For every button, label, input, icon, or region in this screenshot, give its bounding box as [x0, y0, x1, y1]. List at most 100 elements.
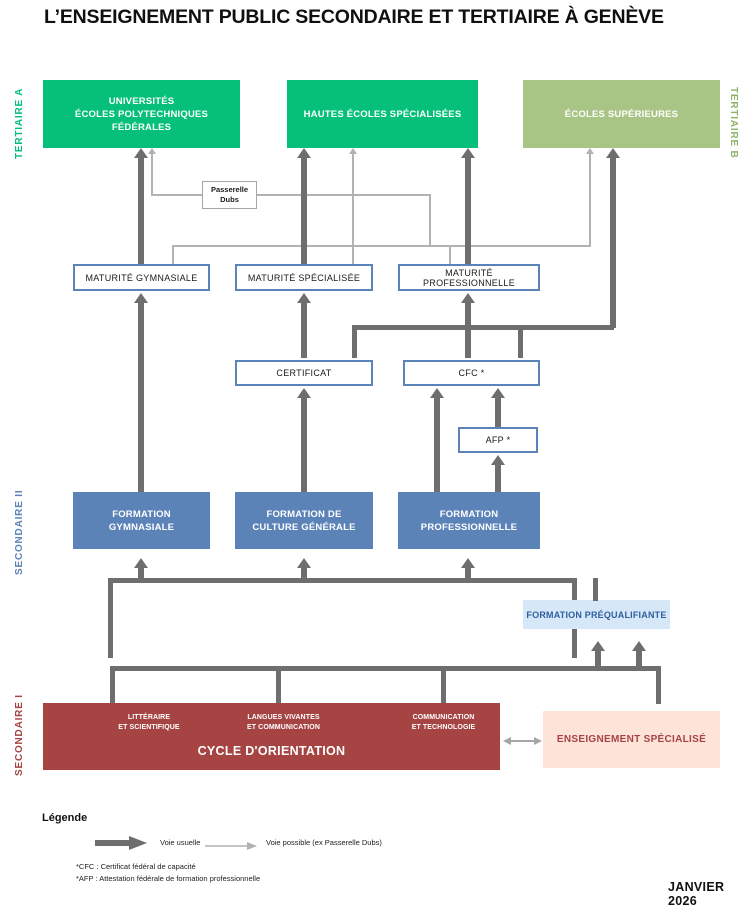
- possible-arrow-hes: [349, 148, 357, 154]
- co-langues-line1: LANGUES VIVANTES: [247, 714, 320, 721]
- co-section-communication: COMMUNICATION ET TECHNOLOGIE: [371, 713, 516, 732]
- arrow-co-to-formation-cg: [297, 558, 311, 568]
- line-co-to-prequalifiante: [595, 649, 601, 670]
- box-maturite-professionnelle[interactable]: MATURITÉ PROFESSIONNELLE: [398, 264, 540, 291]
- prequalifiante-label: FORMATION PRÉQUALIFIANTE: [526, 609, 667, 620]
- line-formation-cg-to-certificat: [301, 396, 307, 493]
- possible-arrow-ecoles-superieures: [586, 148, 594, 154]
- line-cfc-to-ecoles-superieures: [610, 156, 616, 328]
- maturite-gymnasiale-label: MATURITÉ GYMNASIALE: [85, 272, 198, 283]
- line-bus-left-drop: [352, 325, 357, 358]
- line-co-to-formation-prof: [465, 566, 471, 581]
- legend-label-usuelle: Voie usuelle: [160, 838, 201, 847]
- possible-line-lower-run: [172, 245, 591, 247]
- arrow-co-to-formation-gymnasiale: [134, 558, 148, 568]
- box-universites-epf[interactable]: UNIVERSITÉS ÉCOLES POLYTECHNIQUES FÉDÉRA…: [43, 80, 240, 148]
- page-title: L’ENSEIGNEMENT PUBLIC SECONDAIRE ET TERT…: [44, 6, 664, 28]
- arrow-cfc-to-maturite-professionnelle: [461, 293, 475, 303]
- box-maturite-gymnasiale[interactable]: MATURITÉ GYMNASIALE: [73, 264, 210, 291]
- line-bus-mid-drop: [518, 325, 523, 358]
- arrow-co-to-prequalifiante: [591, 641, 605, 651]
- box-maturite-specialisee[interactable]: MATURITÉ SPÉCIALISÉE: [235, 264, 373, 291]
- legend-label-possible: Voie possible (ex Passerelle Dubs): [266, 838, 382, 847]
- possible-line-to-passerelle-left: [151, 194, 203, 196]
- side-label-secondaire-ii: SECONDAIRE II: [14, 489, 25, 576]
- formation-prof-line1: FORMATION: [439, 508, 499, 520]
- arrow-afp-to-cfc: [491, 388, 505, 398]
- arrow-certificat-to-maturite-specialisee: [297, 293, 311, 303]
- legend-arrow-possible-icon: [205, 838, 257, 850]
- formation-cg-line1: FORMATION DE: [266, 508, 342, 520]
- arrow-maturite-gymnasiale-to-universites: [134, 148, 148, 158]
- possible-line-es-riser: [589, 154, 591, 246]
- line-co-leg-specialise: [656, 666, 661, 704]
- line-formation-prof-to-cfc: [434, 396, 440, 493]
- line-maturite-gymnasiale-to-universites: [138, 156, 144, 264]
- box-cycle-orientation[interactable]: LITTÉRAIRE ET SCIENTIFIQUE LANGUES VIVAN…: [43, 703, 500, 770]
- arrow-maturite-specialisee-to-hes: [297, 148, 311, 158]
- co-section-litteraire: LITTÉRAIRE ET SCIENTIFIQUE: [79, 713, 219, 732]
- co-litteraire-line1: LITTÉRAIRE: [127, 714, 171, 721]
- line-maturite-professionnelle-to-hes: [465, 156, 471, 264]
- box-formation-prequalifiante[interactable]: FORMATION PRÉQUALIFIANTE: [523, 600, 670, 629]
- possible-line-maturite-prof-riser: [449, 245, 451, 265]
- enseignement-specialise-label: ENSEIGNEMENT SPÉCIALISÉ: [556, 734, 707, 745]
- line-co-leg-communication: [441, 666, 446, 704]
- line-prequalifiante-to-bus: [593, 578, 598, 601]
- possible-line-passerelle-right-drop: [429, 194, 431, 246]
- line-afp-to-cfc: [495, 396, 501, 427]
- box-ecoles-superieures[interactable]: ÉCOLES SUPÉRIEURES: [523, 80, 720, 148]
- arrow-formation-prof-to-cfc: [430, 388, 444, 398]
- passerelle-line2: Dubs: [220, 195, 239, 204]
- box-formation-gymnasiale[interactable]: FORMATION GYMNASIALE: [73, 492, 210, 549]
- box-passerelle-dubs[interactable]: Passerelle Dubs: [202, 181, 257, 209]
- possible-line-universites-riser: [151, 154, 153, 195]
- arrow-specialise-to-prequalifiante: [632, 641, 646, 651]
- possible-line-passerelle-right: [257, 194, 431, 196]
- box-certificat[interactable]: CERTIFICAT: [235, 360, 373, 386]
- box-es-label: ÉCOLES SUPÉRIEURES: [564, 108, 679, 120]
- box-formation-professionnelle[interactable]: FORMATION PROFESSIONNELLE: [398, 492, 540, 549]
- box-formation-culture-generale[interactable]: FORMATION DE CULTURE GÉNÉRALE: [235, 492, 373, 549]
- legend-arrow-usuelle-icon: [95, 836, 147, 850]
- line-co-to-formation-gymnasiale: [138, 566, 144, 581]
- legend-note-afp: *AFP : Attestation fédérale de formation…: [76, 874, 261, 883]
- line-formation-prof-to-afp: [495, 463, 501, 493]
- afp-label: AFP *: [485, 435, 511, 445]
- formation-cg-line2: CULTURE GÉNÉRALE: [252, 521, 356, 533]
- line-specialise-to-prequalifiante: [636, 649, 642, 670]
- possible-line-hes-riser: [352, 154, 354, 266]
- co-langues-line2: ET COMMUNICATION: [246, 723, 321, 731]
- arrow-formation-cg-to-certificat: [297, 388, 311, 398]
- arrow-cfc-to-ecoles-superieures: [606, 148, 620, 158]
- box-universites-line3: FÉDÉRALES: [111, 121, 172, 133]
- box-hautes-ecoles-specialisees[interactable]: HAUTES ÉCOLES SPÉCIALISÉES: [287, 80, 478, 148]
- box-hes-label: HAUTES ÉCOLES SPÉCIALISÉES: [303, 108, 462, 120]
- passerelle-line1: Passerelle: [210, 185, 249, 194]
- line-maturite-specialisee-to-hes: [301, 156, 307, 264]
- maturite-specialisee-label: MATURITÉ SPÉCIALISÉE: [247, 272, 361, 283]
- co-title: CYCLE D'ORIENTATION: [197, 744, 346, 758]
- arrow-formation-prof-to-afp: [491, 455, 505, 465]
- side-label-tertiaire-b: TERTIAIRE B: [728, 87, 739, 159]
- cfc-label: CFC *: [458, 368, 485, 378]
- formation-prof-line2: PROFESSIONNELLE: [420, 521, 518, 533]
- box-afp[interactable]: AFP *: [458, 427, 538, 453]
- possible-line-lower-run-left-drop: [172, 245, 174, 265]
- co-communication-line1: COMMUNICATION: [412, 714, 475, 721]
- line-co-leg-litteraire: [110, 666, 115, 704]
- possible-arrow-universites: [148, 148, 156, 154]
- maturite-professionnelle-label: MATURITÉ PROFESSIONNELLE: [422, 267, 516, 288]
- legend-note-cfc: *CFC : Certificat fédéral de capacité: [76, 862, 196, 871]
- line-co-leg-langues: [276, 666, 281, 704]
- co-section-langues: LANGUES VIVANTES ET COMMUNICATION: [206, 713, 361, 732]
- box-enseignement-specialise[interactable]: ENSEIGNEMENT SPÉCIALISÉ: [543, 711, 720, 768]
- box-universites-line1: UNIVERSITÉS: [108, 95, 175, 107]
- formation-gymnasiale-line2: GYMNASIALE: [108, 521, 175, 533]
- co-communication-line2: ET TECHNOLOGIE: [411, 723, 476, 731]
- double-arrow-icon: [503, 734, 542, 746]
- arrow-maturite-professionnelle-to-hes: [461, 148, 475, 158]
- box-cfc[interactable]: CFC *: [403, 360, 540, 386]
- line-certificat-to-maturite-specialisee: [301, 301, 307, 358]
